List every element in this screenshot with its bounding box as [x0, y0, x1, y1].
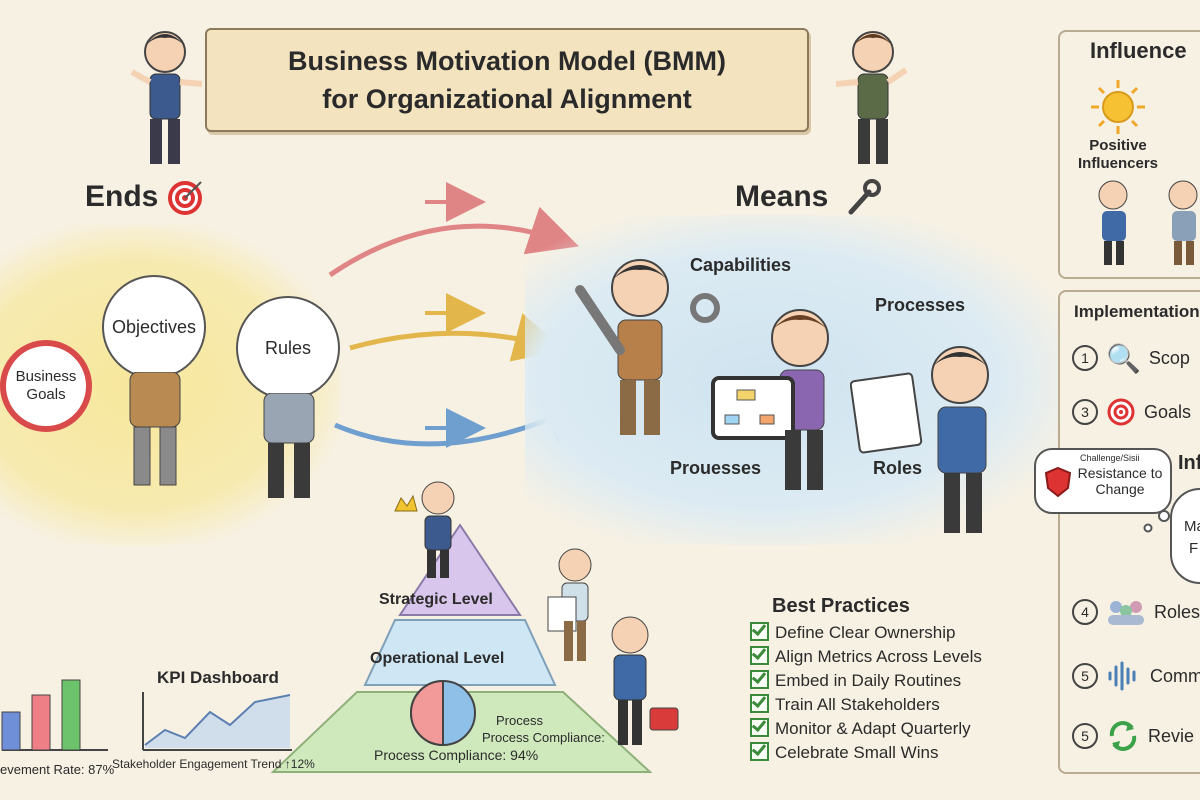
kpi-bar-chart [1, 679, 108, 751]
processes-label: Processes [875, 295, 966, 315]
kpi-bar [61, 679, 81, 751]
best-practices-heading: Best Practices [772, 595, 910, 617]
implementation-heading: Implementation [1074, 302, 1200, 321]
best-practices-list: Define Clear Ownership Align Metrics Acr… [750, 621, 982, 765]
influencers-panel: Influence Positive Influencers [1058, 30, 1200, 279]
list-item: Align Metrics Across Levels [750, 645, 982, 669]
target-icon [1107, 398, 1135, 426]
implementation-step: 1 🔍 Scop [1072, 332, 1190, 384]
target-icon [168, 181, 202, 215]
people-icon [1108, 601, 1144, 625]
page-title: Business Motivation Model (BMM) [288, 46, 726, 76]
operational-level-label: Operational Level [370, 650, 505, 667]
crowned-figure [394, 481, 455, 578]
checkbox-icon [750, 694, 769, 713]
checkbox-icon [750, 646, 769, 665]
strategic-level-label: Strategic Level [379, 591, 493, 608]
list-item: Celebrate Small Wins [750, 741, 982, 765]
alignment-pyramid [270, 523, 653, 773]
list-item: Monitor & Adapt Quarterly [750, 717, 982, 741]
roles-label: Roles [873, 458, 923, 478]
rules-holder-figure [263, 393, 315, 498]
resistance-bubble: Challenge/Sisii Resistance to Change [1034, 448, 1172, 514]
engagement-trend-label: Stakeholder Engagement Trend ↑12% [112, 757, 315, 771]
soundwave-icon [1108, 661, 1136, 691]
prouesses-label: Prouesses [670, 458, 762, 478]
thought-bubble-text-1: Ma [1184, 518, 1200, 535]
presenter-figure-left [130, 31, 203, 164]
toolbox-figure [611, 616, 679, 745]
step-label: Scop [1148, 347, 1190, 368]
thought-bubble: Ma F [1170, 488, 1200, 584]
processes-figure [711, 309, 829, 490]
capabilities-label: Capabilities [690, 255, 792, 275]
means-heading: Means [735, 180, 829, 213]
step-number: 1 [1072, 345, 1098, 371]
kpi-bar [1, 711, 21, 751]
sun-icon [1091, 80, 1145, 134]
objectives-holder-figure [129, 372, 181, 486]
step-number: 4 [1072, 599, 1098, 625]
checkbox-icon [750, 742, 769, 761]
kpi-bar [31, 694, 51, 751]
process-compliance-value: Process Compliance: 94% [374, 747, 539, 763]
step-number: 5 [1072, 723, 1098, 749]
business-goals-target: Business Goals [0, 340, 92, 432]
wrench-icon [848, 179, 881, 215]
cycle-icon [1109, 721, 1137, 751]
engagement-trend-chart [142, 692, 292, 751]
list-item: Define Clear Ownership [750, 621, 982, 645]
list-item: Embed in Daily Routines [750, 669, 982, 693]
step-label: Revie [1148, 725, 1195, 746]
influence-partial-heading: Inf [1178, 452, 1200, 474]
title-banner: Business Motivation Model (BMM) for Orga… [205, 28, 809, 132]
thought-dots [1143, 510, 1170, 533]
capabilities-figure [575, 259, 720, 435]
roles-figure [850, 346, 989, 533]
positive-influencers-label: Positive Influencers [1077, 137, 1159, 172]
process-compliance-label: Process Compliance: [482, 730, 605, 745]
step-number: 3 [1072, 399, 1098, 425]
step-label: Comm [1150, 665, 1200, 686]
process-label: Process [496, 713, 543, 728]
rules-label: Rules [264, 337, 312, 358]
ends-heading: Ends [85, 180, 159, 213]
influencers-heading: Influence [1090, 38, 1187, 63]
objectives-label: Objectives [111, 316, 197, 337]
shield-icon [1044, 466, 1072, 498]
presenter-figure-right [835, 31, 908, 164]
implementation-step: 3 Goals [1072, 386, 1191, 438]
influencer-figures [1098, 180, 1198, 265]
magnifier-icon: 🔍 [1106, 342, 1141, 374]
business-goals-label: Business Goals [15, 368, 77, 403]
checkbox-icon [750, 718, 769, 737]
challenge-tag: Challenge/Sisii [1080, 453, 1140, 463]
step-label: Roles [1154, 601, 1200, 622]
checkbox-icon [750, 670, 769, 689]
chart-holder-figure [547, 548, 592, 661]
operational-tier [363, 619, 557, 686]
implementation-step: 5 Revie [1072, 710, 1194, 762]
objectives-circle: Objectives [102, 275, 206, 379]
step-number: 5 [1072, 663, 1098, 689]
implementation-step: 4 Roles [1072, 586, 1200, 638]
list-item: Train All Stakeholders [750, 693, 982, 717]
page-subtitle: for Organizational Alignment [322, 84, 692, 114]
kpi-dashboard-title: KPI Dashboard [157, 668, 279, 687]
resistance-label: Resistance to Change [1077, 465, 1163, 497]
step-label: Goals [1144, 401, 1192, 422]
achievement-rate-label: evement Rate: 87% [0, 762, 115, 777]
checkbox-icon [750, 622, 769, 641]
implementation-step: 5 Comm [1072, 650, 1200, 702]
thought-bubble-text-2: F [1189, 540, 1199, 557]
